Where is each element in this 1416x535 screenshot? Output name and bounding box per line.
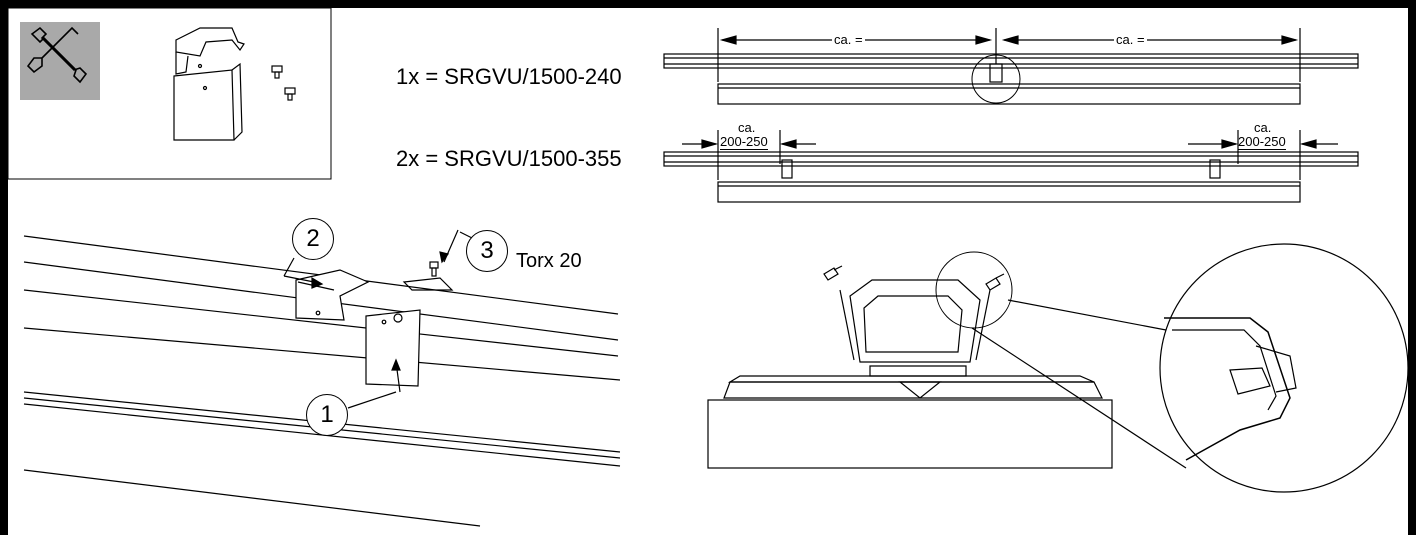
dim-edge-range-left: 200-250: [720, 134, 768, 150]
variant-1x-label: 1x = SRGVU/1500-240: [396, 64, 622, 89]
dim-edge-ca-right: ca.: [1254, 120, 1272, 135]
cross-section: [707, 243, 1409, 493]
dim-center-left: ca. =: [832, 32, 865, 47]
profile-2x: [663, 130, 1359, 203]
screw-part-2: [284, 87, 296, 101]
dim-edge-ca-left: ca.: [738, 120, 756, 135]
profile-1x: [663, 28, 1359, 105]
step-1-callout: 1: [306, 394, 348, 436]
torx-label: Torx 20: [516, 250, 582, 272]
tools-icon: [26, 26, 88, 84]
clip-part: [173, 27, 245, 141]
step-2-callout: 2: [292, 218, 334, 260]
perspective-assembly: [23, 229, 621, 527]
screw-part-1: [271, 65, 283, 79]
dim-center-right: ca. =: [1114, 32, 1147, 47]
dim-edge-range-right: 200-250: [1238, 134, 1286, 150]
step-3-callout: 3: [466, 230, 508, 272]
variant-2x-label: 2x = SRGVU/1500-355: [396, 146, 622, 171]
tool-panel: [7, 7, 332, 180]
